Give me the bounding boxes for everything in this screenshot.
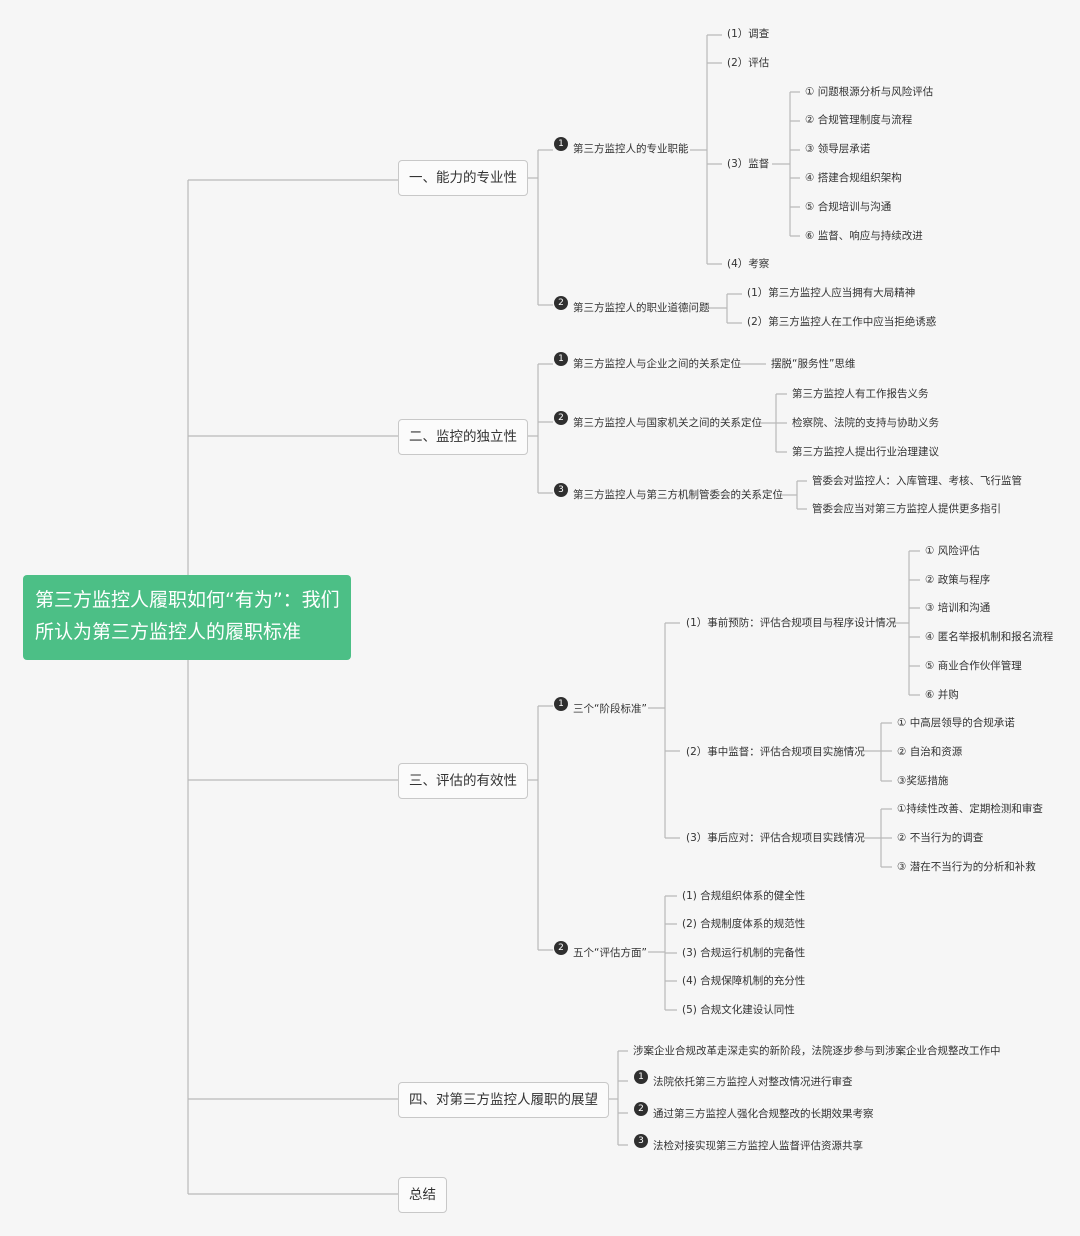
topic-professional-functions[interactable]: 第三方监控人的专业职能	[573, 143, 689, 155]
topic-response-item[interactable]: ③ 潜在不当行为的分析和补救	[897, 861, 1036, 873]
topic-outlook-item[interactable]: 通过第三方监控人强化合规整改的长期效果考察	[653, 1108, 874, 1120]
branch-outlook[interactable]: 四、对第三方监控人履职的展望	[398, 1082, 609, 1118]
topic-prevention-item[interactable]: ③ 培训和沟通	[925, 602, 991, 614]
topic-committee-item[interactable]: 管委会对监控人：入库管理、考核、飞行监管	[812, 475, 1022, 487]
topic-supervise-item[interactable]: ⑤ 合规培训与沟通	[805, 201, 892, 213]
number-badge: 1	[634, 1070, 648, 1084]
branch-professionalism[interactable]: 一、能力的专业性	[398, 160, 528, 196]
topic-committee-relation[interactable]: 第三方监控人与第三方机制管委会的关系定位	[573, 489, 783, 501]
topic-supervise-item[interactable]: ④ 搭建合规组织架构	[805, 172, 902, 184]
topic-prevention-item[interactable]: ① 风险评估	[925, 545, 980, 557]
topic-in-process-item[interactable]: ③奖惩措施	[897, 775, 949, 787]
topic-ethics-item[interactable]: (2）第三方监控人在工作中应当拒绝诱惑	[747, 316, 937, 328]
branch-summary[interactable]: 总结	[398, 1177, 447, 1213]
number-badge: 1	[554, 697, 568, 711]
branch-independence[interactable]: 二、监控的独立性	[398, 419, 528, 455]
topic-in-process-item[interactable]: ① 中高层领导的合规承诺	[897, 717, 1015, 729]
topic-committee-item[interactable]: 管委会应当对第三方监控人提供更多指引	[812, 503, 1001, 515]
topic-evaluate[interactable]: (2）评估	[727, 57, 770, 69]
number-badge: 2	[554, 411, 568, 425]
topic-supervise-item[interactable]: ① 问题根源分析与风险评估	[805, 86, 934, 98]
topic-prevention-item[interactable]: ⑤ 商业合作伙伴管理	[925, 660, 1022, 672]
topic-investigate[interactable]: (1）调查	[727, 28, 770, 40]
topic-enterprise-relation[interactable]: 第三方监控人与企业之间的关系定位	[573, 358, 741, 370]
topic-response-item[interactable]: ①持续性改善、定期检测和审查	[897, 803, 1043, 815]
topic-state-relation[interactable]: 第三方监控人与国家机关之间的关系定位	[573, 417, 762, 429]
topic-outlook-intro[interactable]: 涉案企业合规改革走深走实的新阶段，法院逐步参与到涉案企业合规整改工作中	[633, 1045, 1001, 1057]
topic-inspect[interactable]: (4）考察	[727, 258, 770, 270]
number-badge: 2	[554, 941, 568, 955]
topic-supervise-item[interactable]: ③ 领导层承诺	[805, 143, 871, 155]
branch-effectiveness[interactable]: 三、评估的有效性	[398, 763, 528, 799]
number-badge: 2	[634, 1102, 648, 1116]
topic-in-process-item[interactable]: ② 自治和资源	[897, 746, 963, 758]
topic-prevention-item[interactable]: ④ 匿名举报机制和报名流程	[925, 631, 1054, 643]
topic-supervise-item[interactable]: ② 合规管理制度与流程	[805, 114, 913, 126]
topic-aspect-item[interactable]: (3) 合规运行机制的完备性	[682, 947, 806, 959]
topic-response[interactable]: (3）事后应对：评估合规项目实践情况	[686, 832, 865, 844]
topic-state-item[interactable]: 第三方监控人提出行业治理建议	[792, 446, 939, 458]
topic-prevention-item[interactable]: ② 政策与程序	[925, 574, 991, 586]
topic-aspect-item[interactable]: (4) 合规保障机制的充分性	[682, 975, 806, 987]
topic-aspect-item[interactable]: (2) 合规制度体系的规范性	[682, 918, 806, 930]
topic-in-process[interactable]: (2）事中监督：评估合规项目实施情况	[686, 746, 865, 758]
topic-ethics-item[interactable]: (1）第三方监控人应当拥有大局精神	[747, 287, 916, 299]
topic-ethics[interactable]: 第三方监控人的职业道德问题	[573, 302, 710, 314]
number-badge: 3	[554, 483, 568, 497]
number-badge: 1	[554, 352, 568, 366]
topic-enterprise-item[interactable]: 摆脱“服务性”思维	[771, 358, 856, 370]
topic-five-aspects[interactable]: 五个“评估方面”	[573, 947, 647, 959]
topic-three-stage[interactable]: 三个“阶段标准”	[573, 703, 647, 715]
topic-supervise[interactable]: (3）监督	[727, 158, 770, 170]
topic-aspect-item[interactable]: (5) 合规文化建设认同性	[682, 1004, 795, 1016]
topic-state-item[interactable]: 第三方监控人有工作报告义务	[792, 388, 929, 400]
topic-aspect-item[interactable]: (1) 合规组织体系的健全性	[682, 890, 806, 902]
topic-state-item[interactable]: 检察院、法院的支持与协助义务	[792, 417, 939, 429]
topic-response-item[interactable]: ② 不当行为的调查	[897, 832, 984, 844]
topic-supervise-item[interactable]: ⑥ 监督、响应与持续改进	[805, 230, 923, 242]
root-topic[interactable]: 第三方监控人履职如何“有为”：我们所认为第三方监控人的履职标准	[23, 575, 351, 660]
topic-prevention-item[interactable]: ⑥ 并购	[925, 689, 959, 701]
topic-outlook-item[interactable]: 法院依托第三方监控人对整改情况进行审查	[653, 1076, 853, 1088]
number-badge: 2	[554, 296, 568, 310]
number-badge: 3	[634, 1134, 648, 1148]
number-badge: 1	[554, 137, 568, 151]
topic-prevention[interactable]: (1）事前预防：评估合规项目与程序设计情况	[686, 617, 897, 629]
topic-outlook-item[interactable]: 法检对接实现第三方监控人监督评估资源共享	[653, 1140, 863, 1152]
